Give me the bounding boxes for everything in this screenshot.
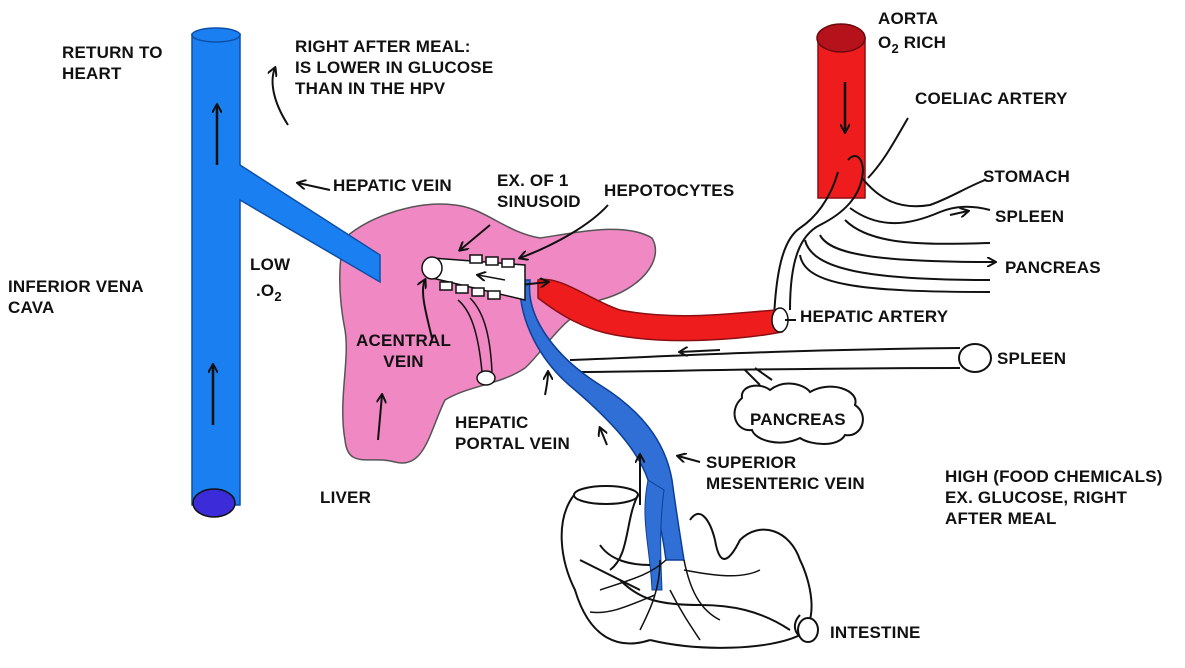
- coeliac-branches: [774, 156, 995, 318]
- label-superior-mesenteric-vein: SUPERIOR MESENTERIC VEIN: [706, 452, 865, 494]
- label-intestine: INTESTINE: [830, 622, 921, 643]
- label-spleen-upper: SPLEEN: [995, 206, 1064, 227]
- label-inferior-vena-cava: INFERIOR VENA CAVA: [8, 276, 144, 318]
- label-aorta: AORTA: [878, 8, 938, 29]
- label-hepatocytes: HEPOTOCYTES: [604, 180, 734, 201]
- label-hepatic-artery: HEPATIC ARTERY: [800, 306, 948, 327]
- label-hepatic-portal-vein: HEPATIC PORTAL VEIN: [455, 412, 570, 454]
- hepatic-artery-vessel: [538, 279, 782, 340]
- label-example-sinusoid: EX. OF 1 SINUSOID: [497, 170, 581, 212]
- label-pancreas-lower: PANCREAS: [750, 409, 846, 430]
- label-low: LOW: [250, 254, 290, 275]
- label-liver: LIVER: [320, 487, 371, 508]
- mesenteric-tributaries: [590, 560, 760, 640]
- label-acentral-vein: ACENTRAL VEIN: [356, 330, 451, 372]
- label-pancreas-upper: PANCREAS: [1005, 257, 1101, 278]
- label-stomach: STOMACH: [983, 166, 1070, 187]
- label-coeliac-artery: COELIAC ARTERY: [915, 88, 1068, 109]
- vena-cava-bottom-opening: [193, 489, 235, 517]
- splenic-vein: [570, 348, 960, 385]
- aorta: [817, 24, 865, 198]
- vena-cava-top-opening: [192, 28, 240, 42]
- label-spleen-lower: SPLEEN: [997, 348, 1066, 369]
- label-aorta-o2-rich: O2 RICH: [878, 32, 946, 54]
- label-low-o2: .O2: [256, 280, 282, 302]
- label-high-food-chemicals: HIGH (FOOD CHEMICALS) EX. GLUCOSE, RIGHT…: [945, 466, 1163, 529]
- label-hepatic-vein: HEPATIC VEIN: [333, 175, 452, 196]
- label-right-after-meal: RIGHT AFTER MEAL: IS LOWER IN GLUCOSE TH…: [295, 36, 493, 99]
- label-return-to-heart: RETURN TO HEART: [62, 42, 163, 84]
